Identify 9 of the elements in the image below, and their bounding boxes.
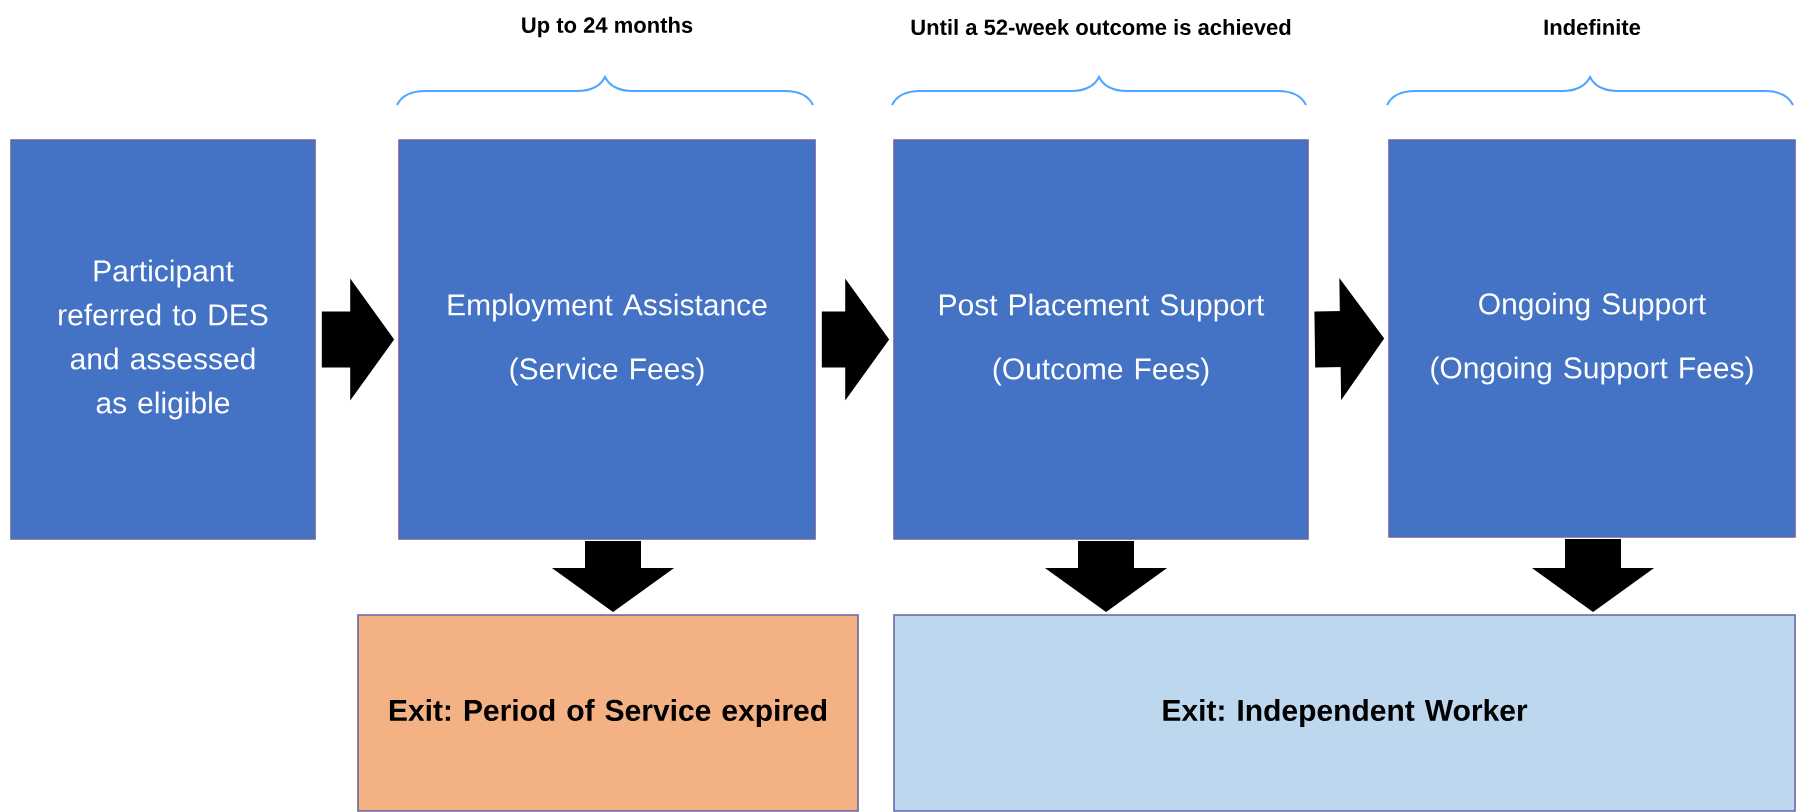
duration-label: Up to 24 months — [522, 16, 693, 38]
duration-label: Indefinite — [1544, 18, 1641, 36]
exit-box: Exit: Independent Worker — [893, 614, 1796, 812]
process-box: Post Placement Support (Outcome Fees) — [893, 139, 1309, 540]
exit-box: Exit: Period of Service expired — [357, 614, 859, 812]
process-box: Ongoing Support (Ongoing Support Fees) — [1388, 139, 1796, 538]
process-box: Participant referred to DES and assessed as eligible — [10, 139, 316, 540]
process-box: Employment Assistance (Service Fees) — [398, 139, 816, 540]
duration-label: Until a 52-week outcome is achieved — [911, 18, 1291, 36]
